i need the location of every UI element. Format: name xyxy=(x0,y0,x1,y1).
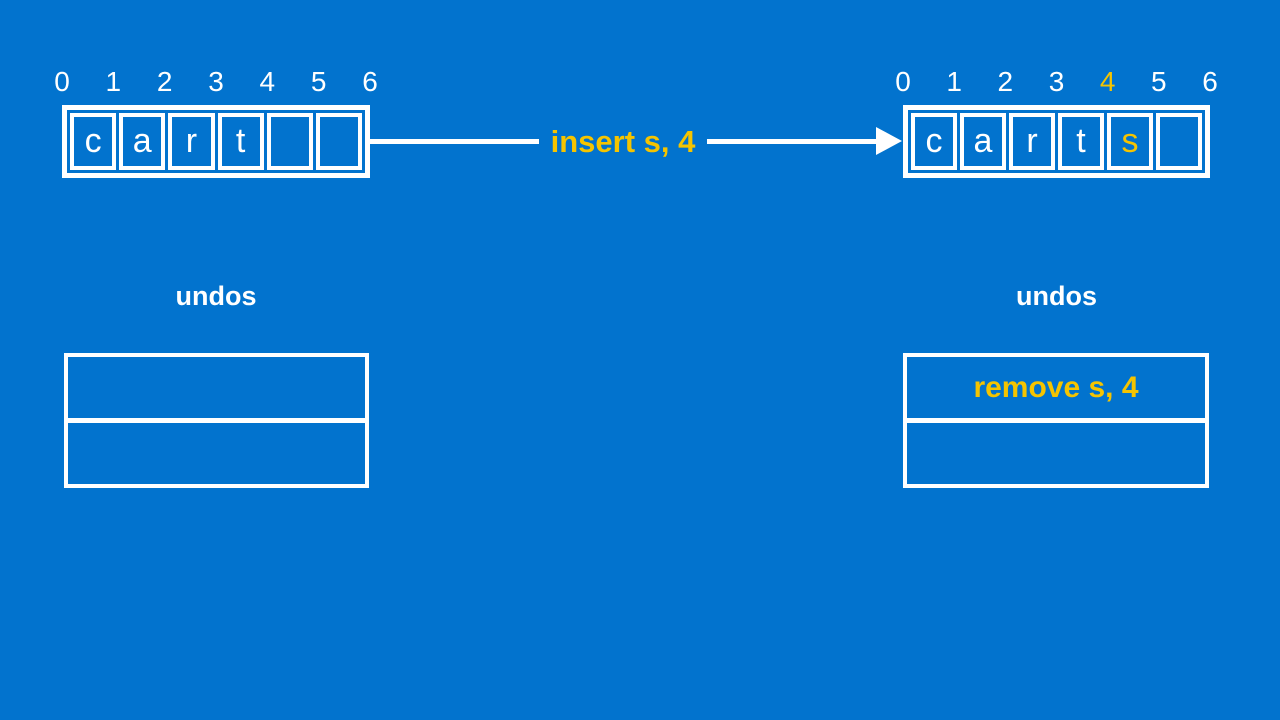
array-cell: r xyxy=(168,113,215,170)
undo-row xyxy=(68,423,365,484)
index-label: 4 xyxy=(259,66,276,97)
index-label: 2 xyxy=(156,66,173,97)
array-cell: r xyxy=(1009,113,1055,170)
array-cell xyxy=(266,113,313,170)
array-cell xyxy=(315,113,363,170)
index-label: 2 xyxy=(997,66,1014,97)
undo-stack-before xyxy=(64,353,369,488)
array-after-cells: c a r t s xyxy=(903,105,1210,178)
index-label: 0 xyxy=(54,66,70,97)
array-cell: t xyxy=(1058,113,1104,170)
undo-row xyxy=(68,357,365,423)
arrow-line-left xyxy=(370,138,539,144)
array-cell: s xyxy=(1107,113,1153,170)
array-cell: c xyxy=(70,113,117,170)
array-cell: a xyxy=(960,113,1006,170)
index-label: 6 xyxy=(362,66,378,97)
index-label: 1 xyxy=(946,66,962,97)
undo-row: remove s, 4 xyxy=(907,357,1205,423)
index-label: 0 xyxy=(895,66,911,97)
undo-row xyxy=(907,423,1205,484)
array-cell: t xyxy=(217,113,264,170)
array-after-indices: 0 1 2 3 4 5 6 xyxy=(895,64,1218,100)
index-label: 6 xyxy=(1202,66,1218,97)
array-before-cells: c a r t xyxy=(62,105,370,178)
index-label: 3 xyxy=(208,66,224,97)
array-cell: c xyxy=(911,113,957,170)
undo-stack-after: remove s, 4 xyxy=(903,353,1209,488)
undo-title-before: undos xyxy=(175,281,257,311)
array-cell xyxy=(1156,113,1202,170)
index-label: 5 xyxy=(310,66,327,97)
index-label: 4 xyxy=(1099,66,1116,97)
undo-title-after: undos xyxy=(1016,281,1097,311)
index-label: 3 xyxy=(1048,66,1065,97)
arrow-line-right xyxy=(707,138,876,144)
index-label: 1 xyxy=(105,66,122,97)
operation-arrow: insert s, 4 xyxy=(370,116,902,166)
operation-label: insert s, 4 xyxy=(550,123,696,159)
array-cell: a xyxy=(119,113,166,170)
index-label: 5 xyxy=(1151,66,1167,97)
arrowhead-right-icon xyxy=(876,127,902,155)
array-before-indices: 0 1 2 3 4 5 6 xyxy=(54,64,378,100)
